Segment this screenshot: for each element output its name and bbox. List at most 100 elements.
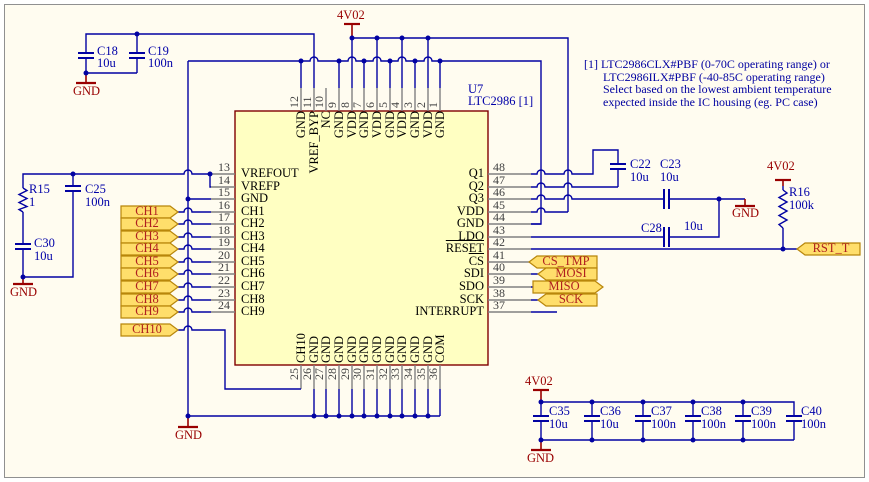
c19-ref[interactable]: C19 <box>148 44 169 58</box>
port-ch3-label[interactable]: CH3 <box>135 229 159 243</box>
port-ch5-shape[interactable] <box>120 255 179 269</box>
port-cs-tmp-label[interactable]: CS_TMP <box>542 254 590 268</box>
port-ch8-label[interactable]: CH8 <box>135 292 159 306</box>
pin-44-name: GND <box>456 216 484 230</box>
pin-37-number: 37 <box>493 298 505 312</box>
c18-value[interactable]: 10u <box>97 56 116 70</box>
c19-value[interactable]: 100n <box>148 56 173 70</box>
c30-value[interactable]: 10u <box>34 249 53 263</box>
r16-ref[interactable]: R16 <box>789 185 810 199</box>
c39-ref[interactable]: C39 <box>751 404 772 418</box>
resistor-r15-icon[interactable] <box>17 187 29 213</box>
port-ch7-shape[interactable] <box>120 280 179 294</box>
port-ch1-shape[interactable] <box>120 205 179 219</box>
c40-value[interactable]: 100n <box>801 417 826 431</box>
r16-value[interactable]: 100k <box>789 198 814 212</box>
cap-c23-icon[interactable] <box>663 189 670 209</box>
pin-48-name: Q1 <box>468 166 484 180</box>
r15-value[interactable]: 1 <box>29 195 36 209</box>
cap-c22-icon[interactable] <box>610 163 626 170</box>
port-ch3-shape[interactable] <box>120 230 179 244</box>
port-ch1-label[interactable]: CH1 <box>135 204 159 218</box>
wire-ch10 <box>178 325 301 390</box>
port-ch7-label[interactable]: CH7 <box>135 279 159 293</box>
port-miso-label[interactable]: MISO <box>548 279 580 293</box>
port-ch6-label[interactable]: CH6 <box>135 266 159 280</box>
schematic-note[interactable]: [1] LTC2986CLX#PBF (0-70C operating rang… <box>584 58 832 108</box>
port-ch10-label[interactable]: CH10 <box>132 322 162 336</box>
cap-c36-icon[interactable] <box>584 415 600 422</box>
c37-value[interactable]: 100n <box>651 417 676 431</box>
wire-q2 <box>531 182 618 188</box>
port-ch8-shape[interactable] <box>120 293 179 307</box>
pin-17-number: 17 <box>218 210 230 224</box>
c18-ref[interactable]: C18 <box>97 44 118 58</box>
c28-value[interactable]: 10u <box>684 219 703 233</box>
cap-c25-icon[interactable] <box>65 185 81 192</box>
port-ch10-shape[interactable] <box>120 323 179 337</box>
c25-ref[interactable]: C25 <box>85 182 106 196</box>
port-ch5-label[interactable]: CH5 <box>135 254 159 268</box>
port-sck-shape[interactable] <box>537 293 598 307</box>
port-ch4-shape[interactable] <box>120 242 179 256</box>
port-rst-t-label[interactable]: RST_T <box>812 241 850 255</box>
port-mosi-shape[interactable] <box>537 267 598 281</box>
ic-part-number[interactable]: LTC2986 [1] <box>468 94 534 108</box>
c23-value[interactable]: 10u <box>660 170 679 184</box>
c38-ref[interactable]: C38 <box>701 404 722 418</box>
port-sck-label[interactable]: SCK <box>558 292 584 306</box>
c23-ref[interactable]: C23 <box>660 157 681 171</box>
c28-ref[interactable]: C28 <box>641 221 662 235</box>
ports-group[interactable] <box>120 205 861 337</box>
c39-value[interactable]: 100n <box>751 417 776 431</box>
gnd-label-right[interactable]: GND <box>732 206 760 220</box>
port-mosi-label[interactable]: MOSI <box>555 266 587 280</box>
c22-ref[interactable]: C22 <box>630 157 651 171</box>
power-label-4v02-top[interactable]: 4V02 <box>337 8 365 22</box>
power-label-4v02-right[interactable]: 4V02 <box>767 159 795 173</box>
port-ch9-label[interactable]: CH9 <box>135 304 159 318</box>
right-pin-stubs <box>488 173 531 313</box>
c36-ref[interactable]: C36 <box>600 404 621 418</box>
c25-value[interactable]: 100n <box>85 195 110 209</box>
port-ch4-label[interactable]: CH4 <box>135 241 159 255</box>
port-rst-t-shape[interactable] <box>796 242 861 256</box>
c30-ref[interactable]: C30 <box>34 236 55 250</box>
cap-c37-icon[interactable] <box>635 415 651 422</box>
cap-c18-icon[interactable] <box>78 52 94 59</box>
cap-c38-icon[interactable] <box>685 415 701 422</box>
cap-c19-icon[interactable] <box>129 52 145 59</box>
c36-value[interactable]: 10u <box>600 417 619 431</box>
ic-body[interactable] <box>234 110 489 366</box>
port-miso-shape[interactable] <box>532 280 604 294</box>
gnd-label-left[interactable]: GND <box>10 285 38 299</box>
pin-40-number: 40 <box>493 260 505 274</box>
gnd-label-topleft[interactable]: GND <box>73 84 101 98</box>
port-ch2-shape[interactable] <box>120 217 179 231</box>
power-label-4v02-bank[interactable]: 4V02 <box>525 374 553 388</box>
ic-designator[interactable]: U7 <box>468 82 484 96</box>
pin-20-number: 20 <box>218 248 230 262</box>
c22-value[interactable]: 10u <box>630 170 649 184</box>
cap-c28-icon[interactable] <box>663 227 670 247</box>
gnd-label-bank[interactable]: GND <box>527 451 555 465</box>
resistor-r16-icon[interactable] <box>777 189 789 229</box>
c38-value[interactable]: 100n <box>701 417 726 431</box>
pin-21-number: 21 <box>218 260 230 274</box>
c35-ref[interactable]: C35 <box>549 404 570 418</box>
c40-ref[interactable]: C40 <box>801 404 822 418</box>
capacitor-plates[interactable] <box>15 52 802 422</box>
port-ch2-label[interactable]: CH2 <box>135 216 159 230</box>
port-cs-tmp-shape[interactable] <box>528 255 598 269</box>
port-ch9-shape[interactable] <box>120 305 179 319</box>
r15-ref[interactable]: R15 <box>29 182 50 196</box>
cap-c39-icon[interactable] <box>735 415 751 422</box>
pin-23-number: 23 <box>218 286 230 300</box>
port-ch6-shape[interactable] <box>120 267 179 281</box>
cap-c35-icon[interactable] <box>533 415 549 422</box>
c37-ref[interactable]: C37 <box>651 404 672 418</box>
cap-c40-icon[interactable] <box>786 415 802 422</box>
gnd-label-bottomcenter[interactable]: GND <box>175 428 203 442</box>
c35-value[interactable]: 10u <box>549 417 568 431</box>
cap-c30-icon[interactable] <box>15 243 31 250</box>
